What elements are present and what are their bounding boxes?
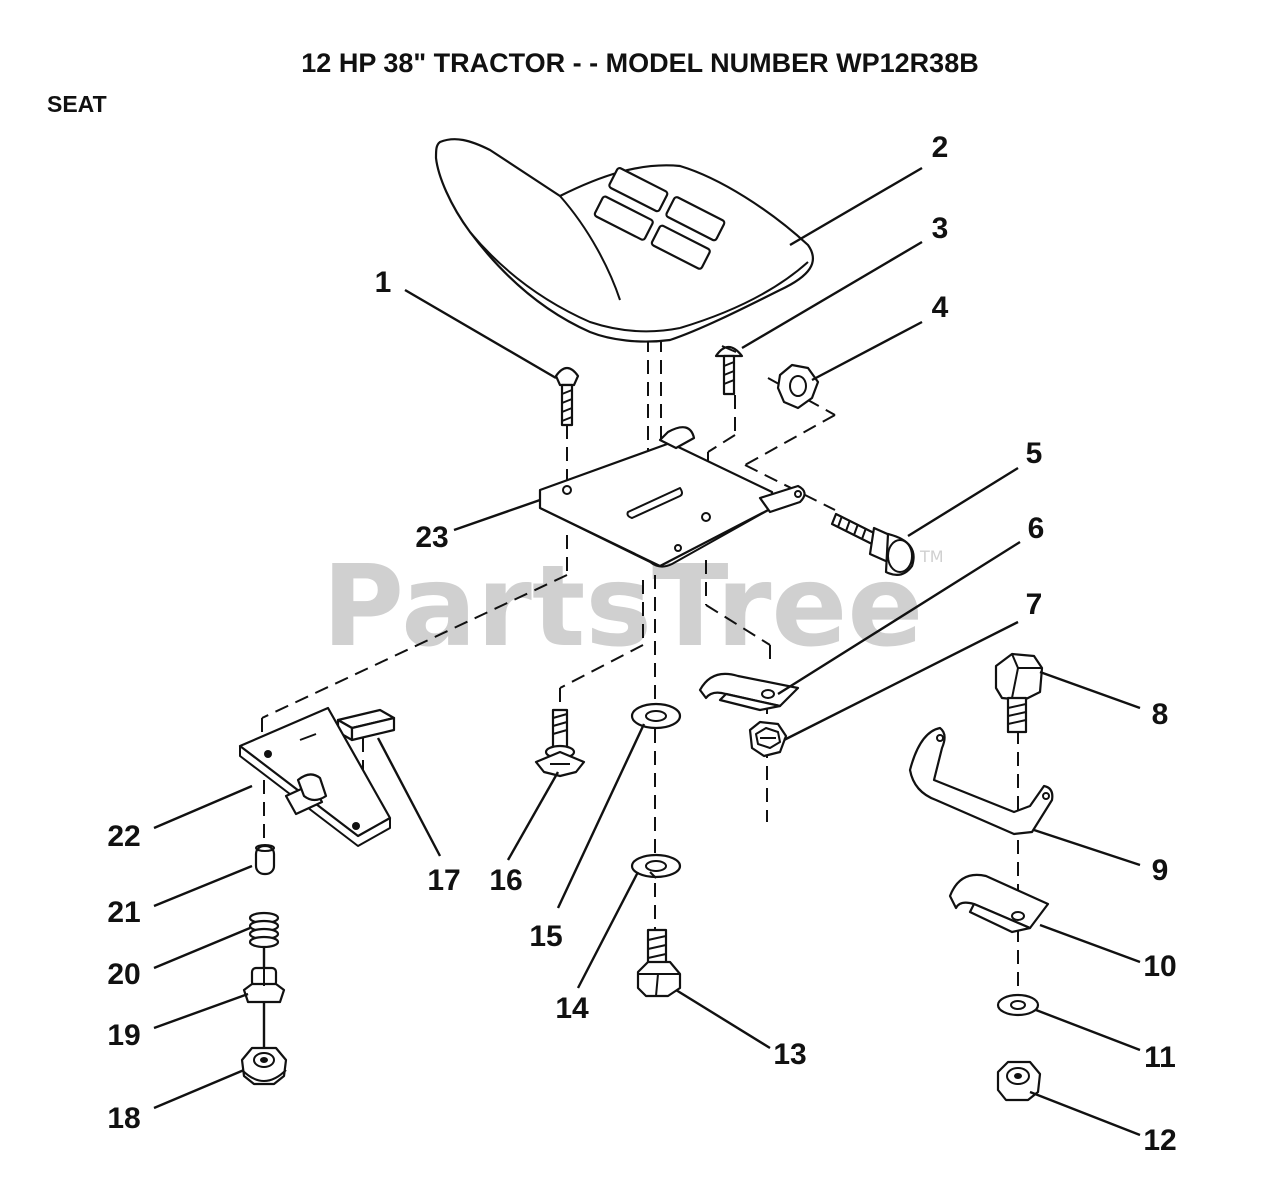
callout-12: 12	[1143, 1124, 1176, 1157]
part-6-clip	[698, 672, 800, 712]
part-12-lock-nut	[996, 1060, 1042, 1102]
callout-20: 20	[107, 958, 140, 991]
leader-lines	[153, 166, 1141, 1137]
part-7-lock-nut	[748, 720, 788, 758]
callout-9: 9	[1152, 854, 1169, 887]
callout-23: 23	[415, 521, 448, 554]
callout-14: 14	[555, 992, 589, 1025]
assembly-lines	[261, 338, 1019, 1048]
part-13-hex-bolt	[636, 928, 682, 998]
part-8-hex-bolt	[994, 652, 1044, 734]
part-11-washer	[996, 993, 1040, 1017]
callout-4: 4	[932, 291, 949, 324]
part-23-seat-plate	[538, 426, 806, 568]
callout-13: 13	[773, 1038, 806, 1071]
page-title: 12 HP 38" TRACTOR - - MODEL NUMBER WP12R…	[301, 48, 978, 78]
part-20-spring	[248, 911, 280, 949]
part-15-flat-washer	[630, 702, 682, 730]
watermark-trademark: TM	[919, 547, 944, 566]
part-21-pin	[254, 844, 276, 876]
part-5-knob-bolt	[830, 512, 915, 577]
part-3-screw	[714, 345, 744, 396]
part-4-nut	[776, 363, 820, 410]
part-1-carriage-bolt	[554, 366, 580, 427]
callout-19: 19	[107, 1019, 140, 1052]
callout-18: 18	[107, 1102, 140, 1135]
callout-3: 3	[932, 212, 949, 245]
callout-17: 17	[427, 864, 460, 897]
part-17-rubber-block	[336, 708, 396, 742]
callout-8: 8	[1152, 698, 1169, 731]
callout-15: 15	[529, 920, 562, 953]
callout-16: 16	[489, 864, 522, 897]
part-10-clip	[948, 873, 1050, 934]
watermark-text: PartsTree	[322, 542, 923, 672]
callout-11: 11	[1144, 1041, 1176, 1074]
part-22-slide-track	[238, 706, 392, 847]
part-14-lock-washer	[630, 853, 682, 879]
callout-5: 5	[1026, 437, 1043, 470]
part-18-flange-nut	[240, 1046, 288, 1086]
callout-10: 10	[1143, 950, 1176, 983]
callout-numbers: 1 2 3 4 5 6 7 8 9 10 11 12 13 14 15 16 1…	[107, 131, 1176, 1157]
part-2-seat	[434, 138, 814, 343]
callout-22: 22	[107, 820, 140, 853]
callout-1: 1	[375, 266, 392, 299]
callout-6: 6	[1028, 512, 1045, 545]
part-9-bracket	[908, 726, 1054, 836]
callout-21: 21	[107, 896, 140, 929]
part-16-shoulder-bolt	[534, 708, 586, 778]
callout-2: 2	[932, 131, 949, 164]
part-19-bushing	[242, 966, 286, 1004]
callout-7: 7	[1026, 588, 1043, 621]
section-label: SEAT	[47, 91, 107, 117]
